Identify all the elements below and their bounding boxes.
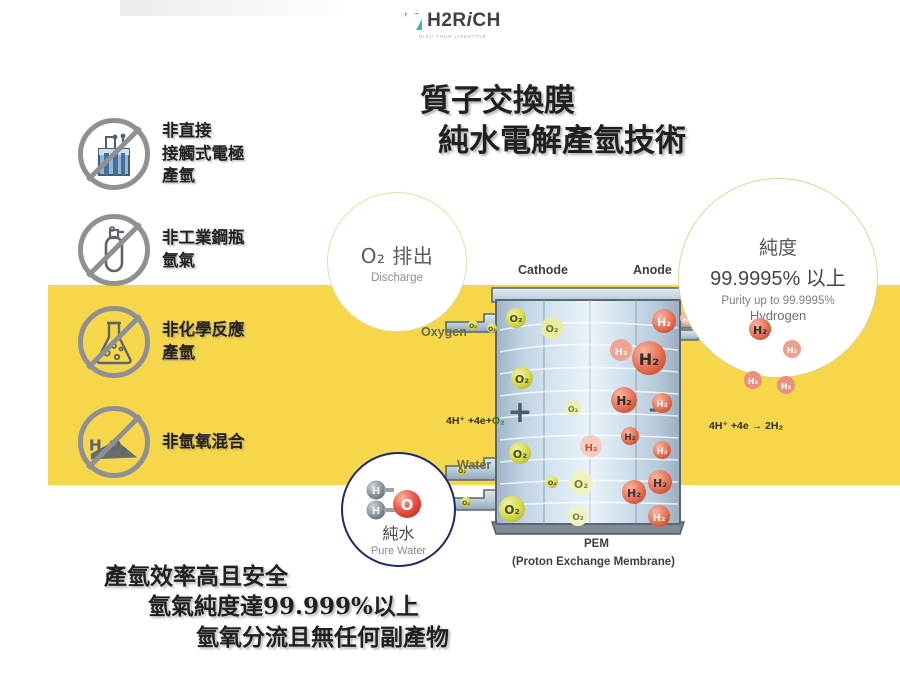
prohibition-ring-icon (78, 306, 150, 378)
pure-water-label-en: Pure Water (370, 545, 427, 557)
svg-text:O₂: O₂ (469, 323, 477, 330)
svg-text:O₂: O₂ (546, 324, 559, 335)
h2rich-logo-mark-icon (405, 12, 423, 30)
callout-fill (679, 179, 877, 377)
callout-title: O₂ 排出 (360, 244, 434, 268)
svg-text:O₂: O₂ (574, 478, 588, 491)
feature-label: 非氫氧混合 (162, 431, 245, 451)
svg-text:H₂: H₂ (781, 382, 792, 391)
svg-text:H₂: H₂ (657, 316, 671, 329)
scan-artifact (120, 0, 340, 16)
svg-text:H₂: H₂ (624, 433, 636, 443)
slogan-line-1: 產氫效率高且安全 (104, 563, 288, 590)
purity-value: 99.9995% 以上 (710, 268, 846, 290)
svg-text:O₂: O₂ (458, 468, 466, 475)
feature-item-no-h2-o2-mixing: H 2 O 2 非氫氧混合 (78, 406, 245, 478)
slogan-line-2: 氫氣純度達99.999%以上 (148, 593, 419, 621)
brand-logo: H2RiCH RICH YOUR LIFESTYLE (388, 10, 518, 44)
svg-text:H: H (371, 486, 379, 497)
svg-text:H₂: H₂ (585, 443, 598, 454)
svg-text:H₂: H₂ (639, 350, 659, 369)
logo-row: H2RiCH (405, 10, 501, 32)
svg-text:O₂: O₂ (504, 503, 519, 517)
equation-cathode: 4H⁺ +4e+O₂ (446, 415, 505, 427)
bottom-slogan: 產氫效率高且安全 氫氣純度達99.999%以上 氫氧分流且無任何副產物 (104, 562, 534, 653)
logo-wordmark: H2RiCH (427, 10, 501, 31)
svg-text:O₂: O₂ (572, 513, 584, 523)
feature-label: 非化學反應 產氫 (162, 320, 245, 362)
slogan-line-3: 氫氧分流且無任何副產物 (196, 623, 449, 651)
svg-text:O₂: O₂ (548, 479, 557, 487)
water-molecule-icon: H H O (366, 480, 421, 520)
prohibition-ring-icon (78, 214, 150, 286)
svg-text:O₂: O₂ (513, 448, 527, 461)
prohibition-badge: H 2 O 2 (78, 406, 150, 478)
svg-text:H₂: H₂ (656, 400, 668, 410)
feature-label: 非工業鋼瓶 氫氣 (162, 228, 245, 270)
feature-item-no-chemical-reaction: 非化學反應 產氫 (78, 306, 245, 378)
svg-text:H₂: H₂ (653, 513, 666, 524)
svg-text:H₂: H₂ (753, 324, 767, 337)
label-anode: Anode (633, 263, 672, 277)
svg-text:H₂: H₂ (657, 447, 668, 457)
callout-pure-water: H H O 純水 Pure Water (341, 452, 456, 567)
svg-text:O: O (400, 496, 413, 514)
prohibition-badge (78, 306, 150, 378)
svg-text:H₂: H₂ (616, 394, 631, 408)
label-cathode: Cathode (518, 263, 568, 277)
svg-text:+: + (507, 395, 532, 430)
svg-text:H₂: H₂ (627, 487, 641, 500)
prohibition-ring-icon (78, 406, 150, 478)
svg-text:H: H (371, 506, 379, 517)
purity-value-en: Purity up to 99.9995% (721, 295, 835, 307)
feature-label: 非直接 接觸式電極 產氫 (162, 120, 245, 186)
prohibition-badge (78, 118, 150, 190)
svg-text:H₂: H₂ (748, 377, 759, 386)
purity-label: 純度 (758, 238, 797, 259)
svg-text:O₂: O₂ (462, 500, 470, 507)
callout-subtitle: Discharge (371, 272, 423, 284)
feature-item-no-direct-electrode: 非直接 接觸式電極 產氫 (78, 118, 245, 190)
svg-text:O₂: O₂ (488, 326, 496, 333)
svg-text:H₂: H₂ (615, 347, 628, 358)
feature-item-no-industrial-cylinder: 非工業鋼瓶 氫氣 (78, 214, 245, 286)
label-water: Water (457, 458, 492, 472)
svg-text:H₂: H₂ (787, 346, 798, 355)
svg-text:H₂: H₂ (653, 477, 667, 490)
svg-text:O₂: O₂ (515, 373, 529, 386)
title-line-1: 質子交換膜 (420, 83, 575, 119)
callout-hydrogen-purity: 純度 99.9995% 以上 Purity up to 99.9995% Hyd… (678, 178, 878, 378)
svg-text:O₂: O₂ (510, 314, 523, 325)
title-line-2: 純水電解產氫技術 (438, 122, 686, 159)
label-oxygen: Oxygen (421, 325, 467, 339)
equation-anode: 4H⁺ +4e → 2H₂ (709, 420, 784, 432)
svg-text:O₂: O₂ (568, 405, 579, 414)
label-pem-full: (Proton Exchange Membrane) (512, 556, 675, 568)
pure-water-label-zh: 純水 (382, 526, 415, 543)
prohibition-ring-icon (78, 118, 150, 190)
callout-oxygen-discharge: O₂ 排出 Discharge (327, 192, 467, 332)
label-pem-abbr: PEM (584, 538, 609, 550)
prohibition-badge (78, 214, 150, 286)
logo-tagline: RICH YOUR LIFESTYLE (419, 34, 487, 39)
page-title: 質子交換膜 純水電解產氫技術 (420, 82, 780, 161)
